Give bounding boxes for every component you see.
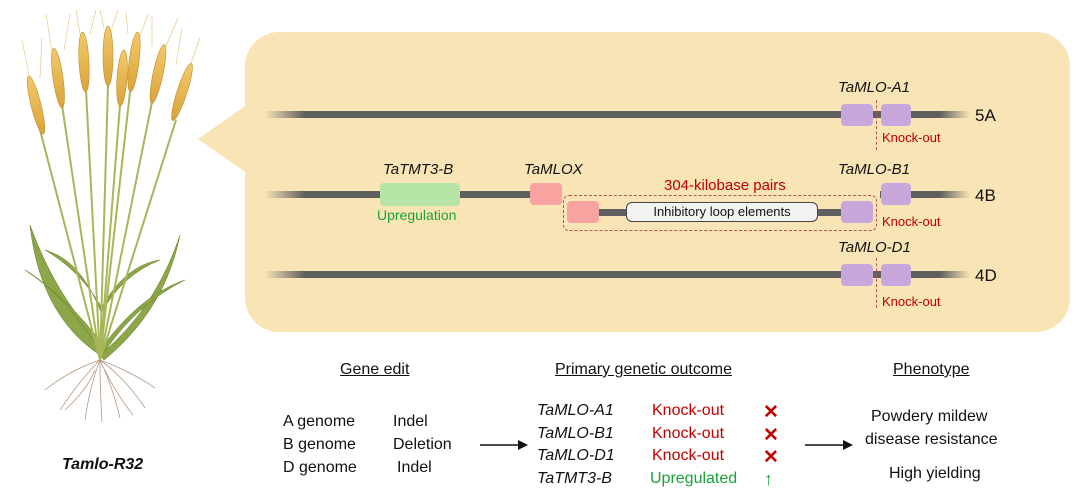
gene-block-d1-left <box>841 264 873 286</box>
panel-pointer <box>198 104 248 174</box>
gene-block-b1-right <box>881 183 911 205</box>
chromosome-panel <box>245 32 1070 332</box>
header-phenotype: Phenotype <box>893 361 970 378</box>
deletion-size-label: 304-kilobase pairs <box>664 177 786 194</box>
cross-icon: ✕ <box>763 402 779 423</box>
stems <box>39 84 177 361</box>
edit-genome-d: D genome <box>283 459 357 476</box>
deleted-tamlox-copy <box>567 201 599 223</box>
upregulation-label: Upregulation <box>377 207 457 223</box>
gene-label-tatmt3-b: TaTMT3-B <box>383 161 454 178</box>
arrow-up-icon: ↑ <box>764 469 773 489</box>
chromosome-4d-tail <box>870 271 970 278</box>
gene-label-tamlo-a1: TaMLO-A1 <box>838 79 910 96</box>
phenotype-line-1: Powdery mildew <box>871 408 988 425</box>
wheat-spikes <box>26 25 193 135</box>
outcome-effect-a1: Knock-out <box>652 402 725 419</box>
gene-label-tamlo-b1: TaMLO-B1 <box>838 161 910 178</box>
phenotype-line-2: disease resistance <box>865 431 998 448</box>
outcome-gene-tmt3: TaTMT3-B <box>537 470 612 487</box>
chromosome-4b-tail <box>880 191 970 198</box>
chromosome-name-4d: 4D <box>975 266 997 285</box>
phenotype-line-3: High yielding <box>889 465 981 482</box>
edit-type-b: Deletion <box>393 436 452 453</box>
knockout-label-a1: Knock-out <box>882 130 941 145</box>
gene-label-tamlo-d1: TaMLO-D1 <box>838 239 911 256</box>
knockout-label-b1: Knock-out <box>882 214 941 229</box>
plant-name: Tamlo-R32 <box>62 456 144 473</box>
cut-site-a1 <box>876 100 877 150</box>
edit-genome-a: A genome <box>283 413 356 430</box>
knockout-label-d1: Knock-out <box>882 294 941 309</box>
awns <box>21 10 200 81</box>
gene-block-b1-left <box>841 201 873 223</box>
gene-block-d1-right <box>881 264 911 286</box>
cut-site-d1 <box>876 258 877 308</box>
chromosome-4d <box>265 271 842 278</box>
arrow-right-icon <box>480 440 528 450</box>
header-primary-outcome: Primary genetic outcome <box>555 361 732 378</box>
outcome-gene-b1: TaMLO-B1 <box>537 425 614 442</box>
roots <box>44 359 156 423</box>
chromosome-name-5a: 5A <box>975 106 996 125</box>
cross-icon: ✕ <box>763 425 779 446</box>
edit-type-a: Indel <box>393 413 428 430</box>
outcome-effect-b1: Knock-out <box>652 425 725 442</box>
outcome-gene-a1: TaMLO-A1 <box>537 402 614 419</box>
header-gene-edit: Gene edit <box>340 361 410 378</box>
gene-label-tamlox: TaMLOX <box>524 161 583 178</box>
outcome-effect-tmt3: Upregulated <box>650 470 738 487</box>
deleted-region <box>563 195 877 231</box>
edit-genome-b: B genome <box>283 436 356 453</box>
inhibitory-loop-elements: Inhibitory loop elements <box>626 202 818 222</box>
chromosome-5a <box>265 111 842 118</box>
outcome-gene-d1: TaMLO-D1 <box>537 447 615 464</box>
edit-type-d: Indel <box>397 459 432 476</box>
gene-block-a1-right <box>881 104 911 126</box>
chromosome-5a-tail <box>870 111 970 118</box>
gene-block-tatmt3-b <box>380 183 460 206</box>
gene-block-a1-left <box>841 104 873 126</box>
chromosome-name-4b: 4B <box>975 186 996 205</box>
arrow-right-icon <box>805 440 853 450</box>
gene-block-tamlox <box>530 183 562 205</box>
cross-icon: ✕ <box>763 447 779 468</box>
wheat-plant-illustration <box>21 10 200 423</box>
outcome-effect-d1: Knock-out <box>652 447 725 464</box>
